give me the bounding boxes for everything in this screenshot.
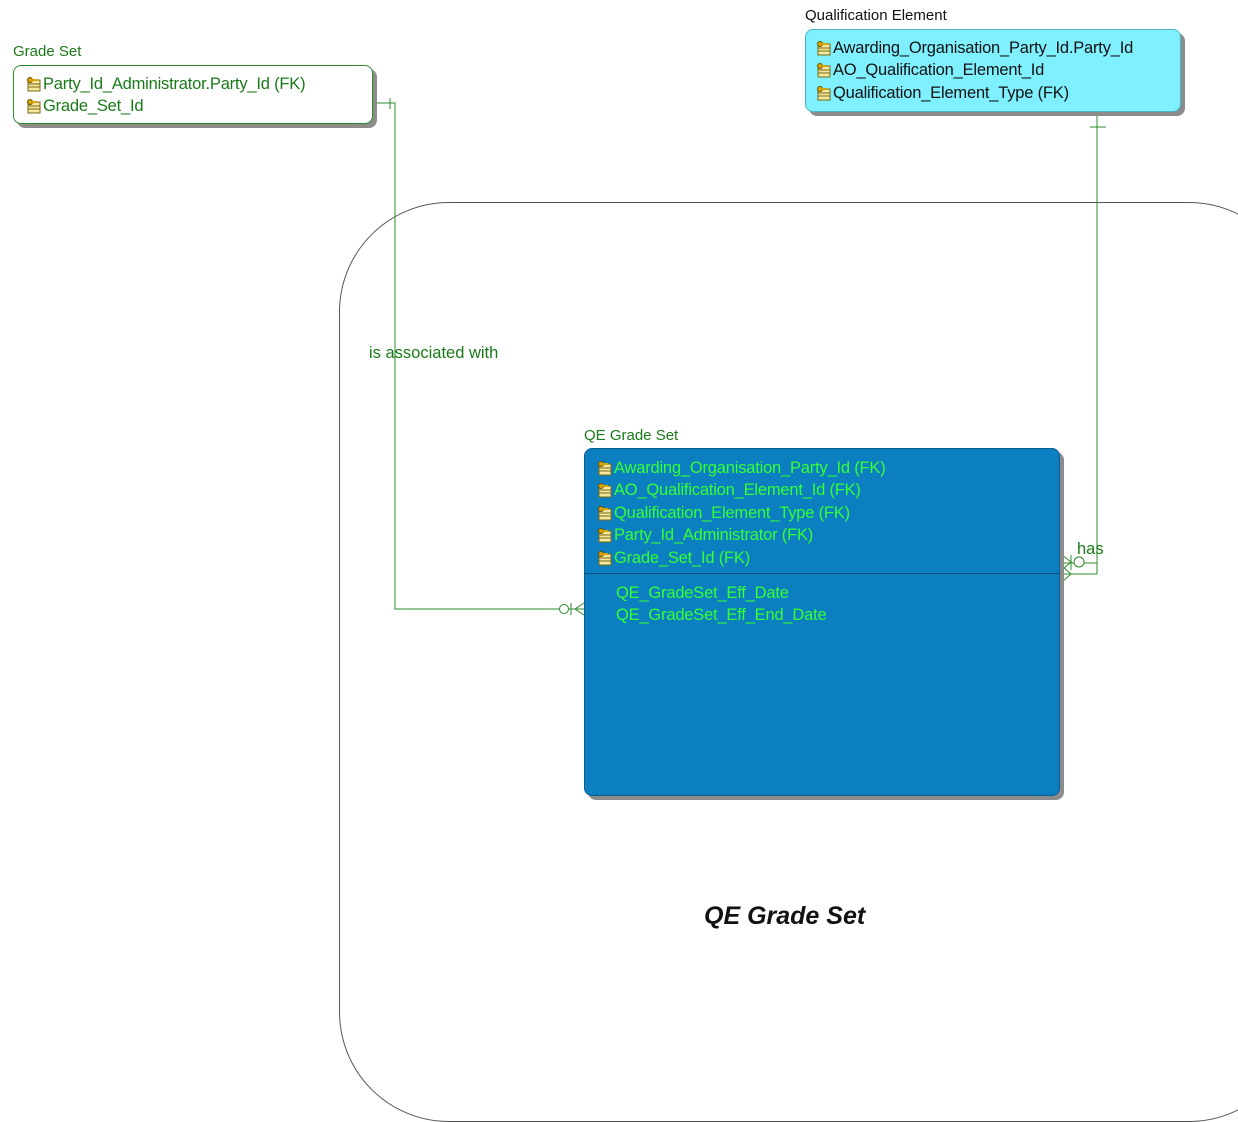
key-table-icon	[816, 85, 831, 101]
attribute-label: QE_GradeSet_Eff_End_Date	[616, 606, 827, 625]
key-table-icon	[597, 528, 612, 543]
key-attribute-row: Awarding_Organisation_Party_Id (FK)	[597, 457, 886, 480]
attribute-row: Grade_Set_Id	[26, 96, 305, 119]
relationship-label-is-associated-with: is associated with	[369, 344, 499, 362]
entity-title-qe-grade-set: QE Grade Set	[584, 427, 679, 444]
key-divider	[585, 573, 1059, 574]
entity-title-grade-set: Grade Set	[13, 43, 82, 60]
attribute-row: QE_GradeSet_Eff_Date	[616, 582, 826, 605]
key-table-icon	[26, 76, 41, 92]
key-table-icon	[597, 505, 612, 521]
attribute-label: Grade_Set_Id	[43, 97, 144, 116]
attribute-row: Awarding_Organisation_Party_Id.Party_Id	[816, 37, 1133, 60]
attribute-label: AO_Qualification_Element_Id	[833, 61, 1045, 80]
attribute-label: Awarding_Organisation_Party_Id.Party_Id	[833, 38, 1134, 57]
attribute-row: AO_Qualification_Element_Id	[816, 60, 1133, 83]
key-table-icon	[26, 99, 41, 114]
key-table-icon	[597, 550, 612, 566]
attribute-row: Party_Id_Administrator.Party_Id (FK)	[26, 73, 306, 96]
key-table-icon	[597, 483, 612, 498]
entity-title-qualification-element: Qualification Element	[805, 7, 947, 24]
attribute-row: QE_GradeSet_Eff_End_Date	[616, 605, 827, 628]
attribute-label: QE_GradeSet_Eff_Date	[616, 583, 789, 602]
key-attribute-row: Grade_Set_Id (FK)	[597, 547, 886, 570]
key-attribute-row: Party_Id_Administrator (FK)	[597, 525, 886, 548]
attribute-label: AO_Qualification_Element_Id (FK)	[614, 481, 861, 500]
subject-area-title: QE Grade Set	[704, 902, 866, 930]
attribute-label: Awarding_Organisation_Party_Id (FK)	[614, 458, 886, 477]
entity-qualification-element[interactable]: Awarding_Organisation_Party_Id.Party_Id …	[805, 29, 1181, 112]
attribute-label: Qualification_Element_Type (FK)	[833, 83, 1069, 102]
attribute-row: Qualification_Element_Type (FK)	[816, 82, 1133, 105]
zero-marker	[559, 604, 569, 614]
key-table-icon	[597, 460, 612, 476]
relationship-lines	[373, 98, 1106, 616]
entity-grade-set[interactable]: Party_Id_Administrator.Party_Id (FK) Gra…	[13, 65, 373, 124]
relationship-line-is-associated-with	[373, 102, 584, 610]
entity-qe-grade-set[interactable]: Awarding_Organisation_Party_Id (FK) AO_Q…	[584, 448, 1060, 796]
key-attribute-row: AO_Qualification_Element_Id (FK)	[597, 480, 886, 503]
attribute-label: Party_Id_Administrator.Party_Id (FK)	[43, 74, 306, 93]
relationship-label-has: has	[1077, 540, 1104, 558]
key-table-icon	[816, 40, 831, 56]
attribute-label: Party_Id_Administrator (FK)	[614, 526, 814, 545]
relationship-line-has	[1060, 112, 1098, 564]
attribute-label: Qualification_Element_Type (FK)	[614, 503, 850, 522]
attribute-label: Grade_Set_Id (FK)	[614, 548, 750, 567]
key-table-icon	[816, 63, 831, 78]
key-attribute-row: Qualification_Element_Type (FK)	[597, 502, 886, 525]
